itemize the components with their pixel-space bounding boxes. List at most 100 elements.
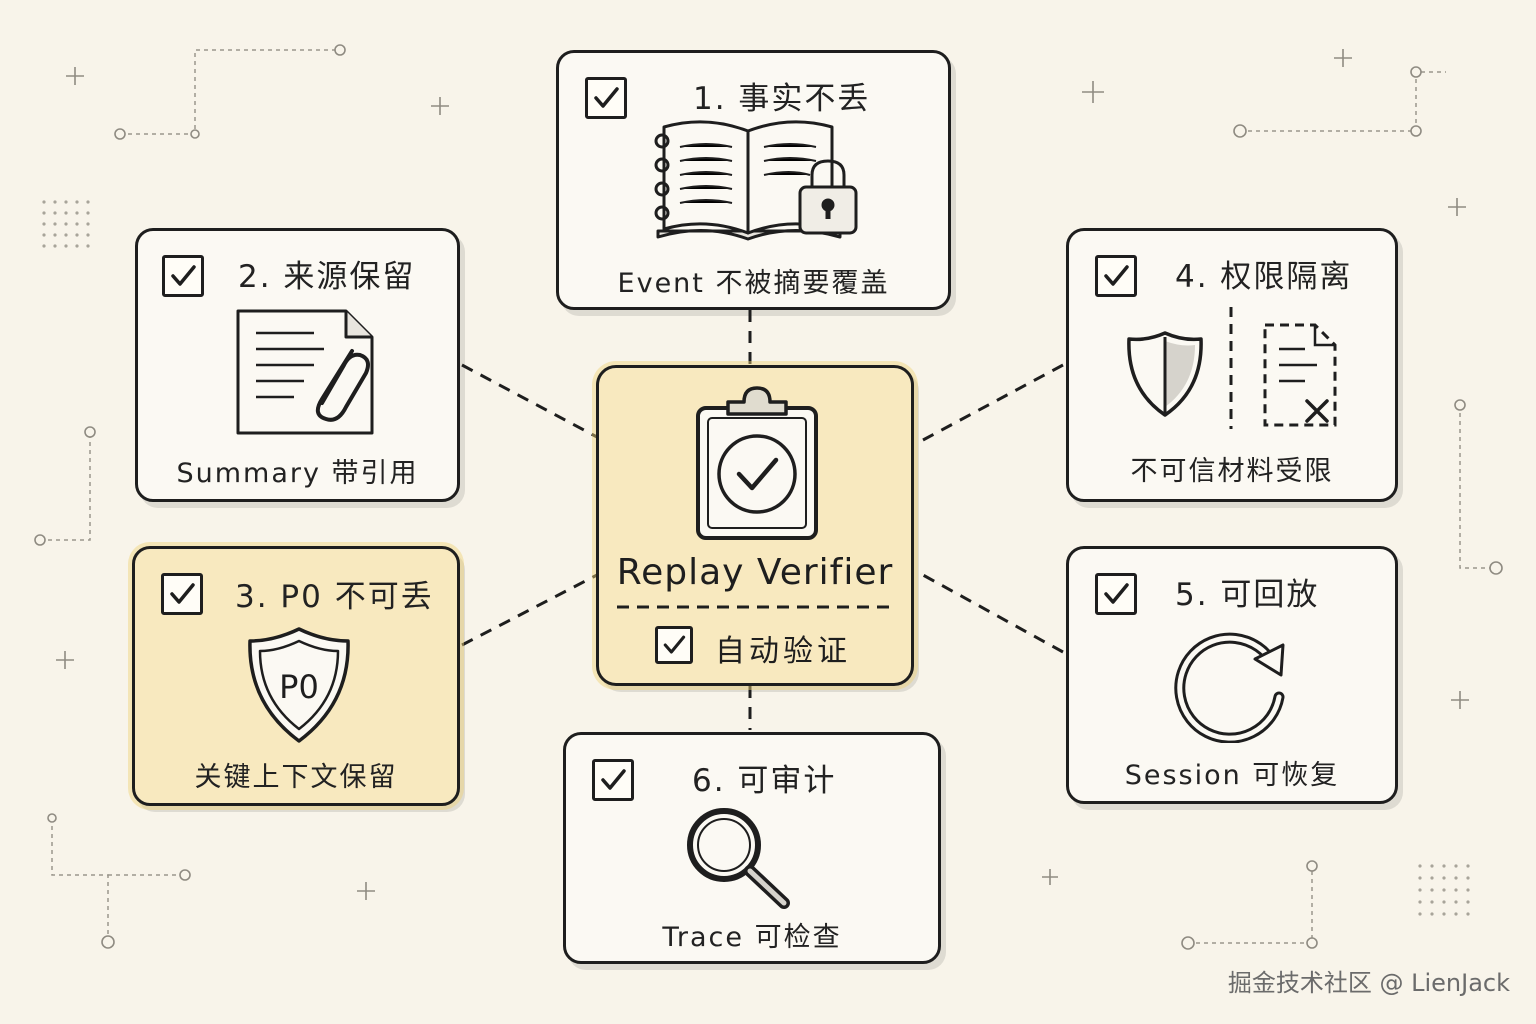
grid-dot	[64, 233, 68, 237]
grid-dot	[75, 244, 79, 248]
grid-dot	[53, 244, 57, 248]
connector-bottom-left	[461, 573, 598, 647]
grid-dot	[1442, 864, 1446, 868]
grid-dot	[53, 200, 57, 204]
checkbox-checked[interactable]	[585, 77, 627, 119]
notebook-lock-icon	[654, 120, 858, 241]
grid-dot	[53, 211, 57, 215]
grid-dot	[64, 244, 68, 248]
card-title: 2. 来源保留	[238, 259, 416, 295]
center-divider	[617, 605, 895, 609]
grid-dot	[1418, 912, 1422, 916]
grid-dot	[42, 222, 46, 226]
grid-dot	[1454, 888, 1458, 892]
grid-dot	[86, 211, 90, 215]
grid-dot	[1442, 900, 1446, 904]
card-permission: 4. 权限隔离 不可信材料受限	[1066, 228, 1398, 502]
grid-dot	[1454, 876, 1458, 880]
grid-dot	[64, 200, 68, 204]
grid-dot	[64, 211, 68, 215]
center-title: Replay Verifier	[616, 552, 894, 593]
card-audit: 6. 可审计 Trace 可检查	[563, 732, 941, 964]
connector-top-left	[461, 363, 598, 439]
p0-badge-text: P0	[279, 668, 319, 706]
connector-bottom-right	[922, 573, 1064, 654]
grid-dot	[1430, 888, 1434, 892]
p0-shield-icon: P0	[248, 627, 350, 743]
grid-dot	[1454, 864, 1458, 868]
grid-dot	[1430, 864, 1434, 868]
check-icon	[1104, 265, 1129, 286]
card-caption: 不可信材料受限	[1130, 456, 1334, 487]
grid-dot	[64, 222, 68, 226]
grid-dot	[53, 233, 57, 237]
grid-dot	[1418, 900, 1422, 904]
check-icon	[171, 265, 196, 286]
grid-dot	[1466, 900, 1470, 904]
card-facts: 1. 事实不丢 Event 不被摘要覆盖	[556, 50, 951, 310]
card-title: 6. 可审计	[692, 763, 837, 799]
grid-dot	[42, 200, 46, 204]
grid-dot	[75, 211, 79, 215]
connector-top-right	[922, 363, 1064, 442]
card-source: 2. 来源保留 Summary 带引用	[135, 228, 460, 502]
checkbox-checked[interactable]	[161, 573, 203, 615]
check-icon	[601, 769, 626, 790]
document-paperclip-icon	[236, 309, 374, 435]
grid-dot	[86, 222, 90, 226]
grid-dot	[86, 244, 90, 248]
grid-dot	[1430, 900, 1434, 904]
grid-dot	[1430, 912, 1434, 916]
card-caption: Summary 带引用	[176, 458, 419, 489]
grid-dot	[1466, 864, 1470, 868]
card-title: 4. 权限隔离	[1175, 259, 1353, 295]
grid-dot	[1418, 864, 1422, 868]
grid-dot	[75, 233, 79, 237]
grid-dot	[1454, 912, 1458, 916]
checkbox-checked[interactable]	[1095, 255, 1137, 297]
checkbox-checked[interactable]	[1095, 573, 1137, 615]
grid-dot	[1466, 876, 1470, 880]
grid-dot	[1454, 900, 1458, 904]
watermark: 掘金技术社区 @ LienJack	[1227, 969, 1510, 997]
checkbox-checked[interactable]	[162, 255, 204, 297]
grid-dot	[86, 200, 90, 204]
grid-dot	[1442, 876, 1446, 880]
grid-dot	[53, 222, 57, 226]
card-title: 5. 可回放	[1175, 577, 1320, 613]
magnifier-icon	[687, 808, 790, 909]
grid-dot	[1418, 888, 1422, 892]
refresh-icon	[1174, 632, 1285, 743]
shield-document-x-icon	[1127, 307, 1337, 429]
card-caption: 关键上下文保留	[194, 762, 398, 793]
card-replay: 5. 可回放 Session 可恢复	[1066, 546, 1398, 804]
grid-dot	[42, 244, 46, 248]
center-subtitle: 自动验证	[715, 634, 851, 669]
check-icon	[663, 635, 686, 654]
grid-dot	[75, 222, 79, 226]
card-caption: Event 不被摘要覆盖	[617, 268, 890, 299]
card-caption: Trace 可检查	[662, 922, 842, 953]
card-caption: Session 可恢复	[1124, 760, 1340, 791]
clipboard-check-icon	[696, 386, 818, 540]
grid-dot	[75, 200, 79, 204]
grid-dot	[1442, 912, 1446, 916]
card-p0: 3. P0 不可丢 P0 关键上下文保留	[132, 546, 460, 806]
check-icon	[170, 583, 195, 604]
center-card-replay-verifier: Replay Verifier 自动验证	[596, 365, 914, 686]
card-title: 3. P0 不可丢	[235, 579, 434, 615]
check-icon	[1104, 583, 1129, 604]
checkbox-checked[interactable]	[655, 626, 693, 664]
grid-dot	[42, 233, 46, 237]
checkbox-checked[interactable]	[592, 759, 634, 801]
grid-dot	[1430, 876, 1434, 880]
grid-dot	[86, 233, 90, 237]
check-icon	[594, 87, 619, 108]
grid-dot	[1418, 876, 1422, 880]
grid-dot	[1466, 912, 1470, 916]
card-title: 1. 事实不丢	[693, 81, 871, 117]
grid-dot	[42, 211, 46, 215]
grid-dot	[1442, 888, 1446, 892]
